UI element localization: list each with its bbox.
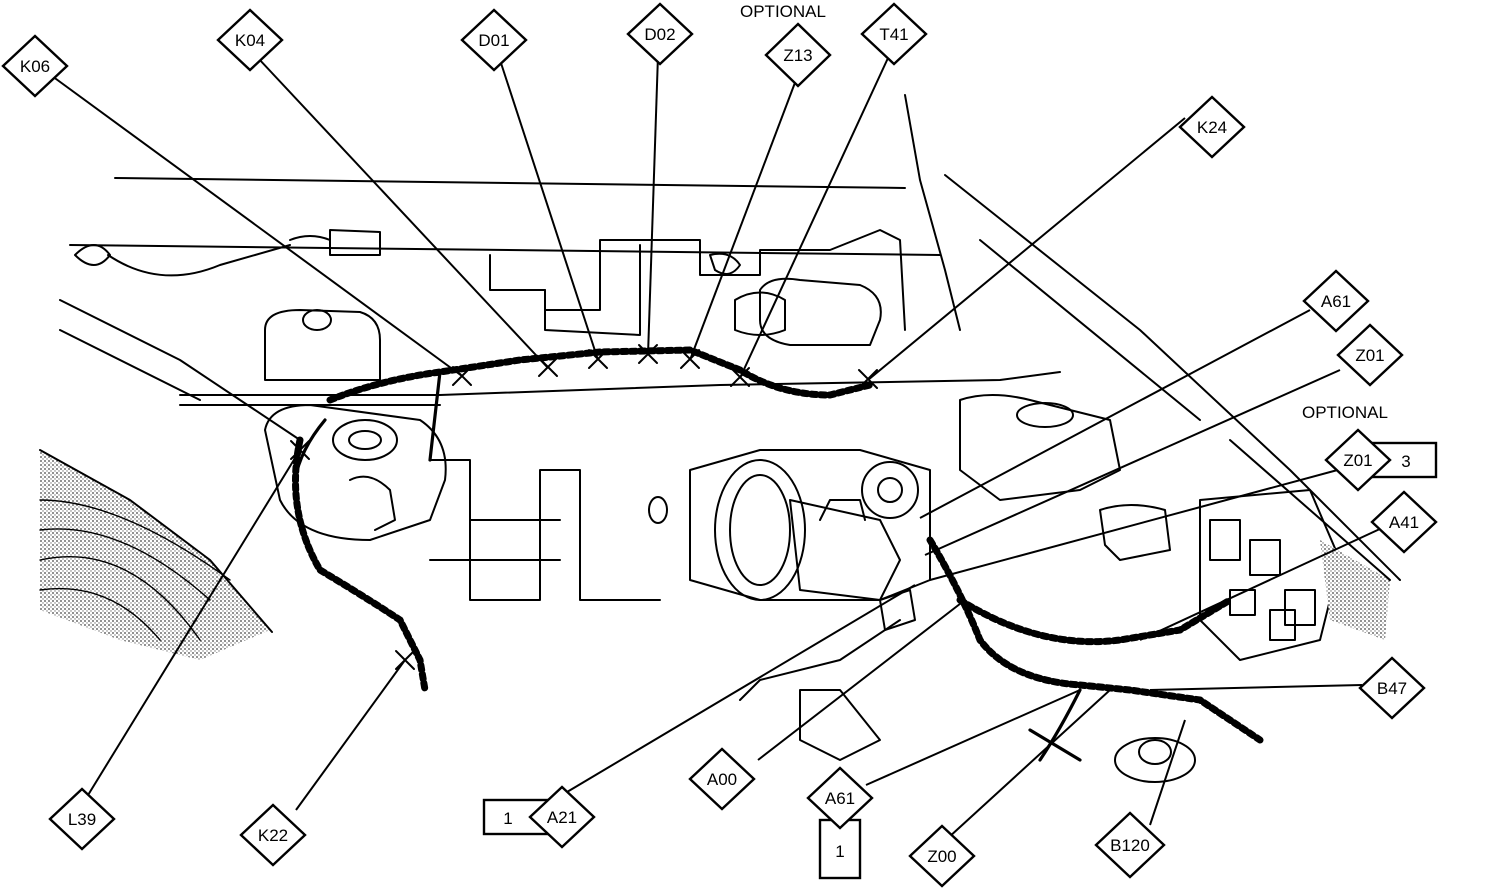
svg-text:T41: T41 xyxy=(879,25,908,44)
optional-label-top: OPTIONAL xyxy=(740,2,826,21)
connector-B120[interactable]: B120 xyxy=(1094,811,1166,879)
connector-K04[interactable]: K04 xyxy=(216,8,284,72)
connector-A61-top[interactable]: A61 xyxy=(1302,269,1370,333)
engine-bay-illustration xyxy=(39,94,1401,783)
connector-K22[interactable]: K22 xyxy=(239,803,307,867)
svg-text:K06: K06 xyxy=(20,57,50,76)
right-fender-shading xyxy=(1320,540,1390,640)
svg-text:B120: B120 xyxy=(1110,836,1150,855)
svg-text:Z13: Z13 xyxy=(783,46,812,65)
connector-Z01-a[interactable]: Z01 xyxy=(1336,323,1404,387)
connector-A61-bottom[interactable]: 1 A61 xyxy=(806,766,874,880)
connector-A61-bottom-box: 1 xyxy=(835,842,844,861)
connector-A00[interactable]: A00 xyxy=(688,747,756,811)
connection-marks xyxy=(290,344,878,670)
fender-shading xyxy=(40,450,270,660)
svg-text:B47: B47 xyxy=(1377,679,1407,698)
svg-text:D02: D02 xyxy=(644,25,675,44)
svg-text:K04: K04 xyxy=(235,31,265,50)
svg-text:K22: K22 xyxy=(258,826,288,845)
optional-label-right: OPTIONAL xyxy=(1302,403,1388,422)
connector-D01[interactable]: D01 xyxy=(460,8,528,72)
connector-T41[interactable]: T41 xyxy=(860,2,928,66)
connector-D02[interactable]: D02 xyxy=(626,2,694,66)
svg-text:Z01: Z01 xyxy=(1343,451,1372,470)
connector-A41[interactable]: A41 xyxy=(1370,490,1438,554)
connector-Z01-b-box: 3 xyxy=(1401,452,1410,471)
svg-text:Z01: Z01 xyxy=(1355,346,1384,365)
svg-text:D01: D01 xyxy=(478,31,509,50)
connector-K24[interactable]: K24 xyxy=(1178,95,1246,159)
svg-text:K24: K24 xyxy=(1197,118,1227,137)
leader-lines xyxy=(51,54,1383,839)
svg-text:A61: A61 xyxy=(825,789,855,808)
svg-text:L39: L39 xyxy=(68,810,96,829)
connector-Z01-b[interactable]: 3 Z01 xyxy=(1324,428,1438,492)
connector-Z00[interactable]: Z00 xyxy=(908,824,976,888)
connector-A21-box: 1 xyxy=(503,809,512,828)
connector-Z13[interactable]: Z13 xyxy=(764,22,832,88)
connector-A21[interactable]: 1 A21 xyxy=(482,785,596,849)
connector-K06[interactable]: K06 xyxy=(1,34,69,98)
svg-text:A61: A61 xyxy=(1321,292,1351,311)
connector-L39[interactable]: L39 xyxy=(48,787,116,851)
svg-text:A41: A41 xyxy=(1389,513,1419,532)
svg-text:A21: A21 xyxy=(547,808,577,827)
svg-text:Z00: Z00 xyxy=(927,847,956,866)
connector-B47[interactable]: B47 xyxy=(1358,656,1426,720)
svg-text:A00: A00 xyxy=(707,770,737,789)
